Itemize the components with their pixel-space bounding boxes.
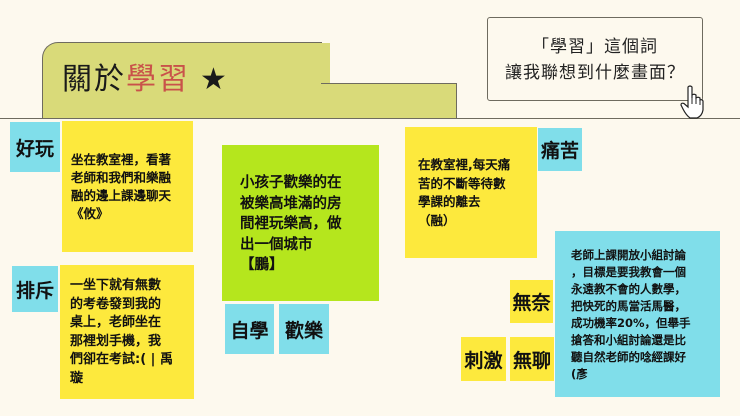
title-tab <box>42 42 322 118</box>
tag-boring: 無聊 <box>510 337 554 381</box>
sticky-note-group-discussion[interactable]: 老師上課開放小組討論 ，目標是要我教會一個 永遠教不會的人數學， 把快死的馬當活… <box>555 231 720 397</box>
title-part-about: 關於 <box>62 62 126 97</box>
sticky-note-lego[interactable]: 小孩子歡樂的在 被樂高堆滿的房 間裡玩樂高，做 出一個城市 【鵬】 <box>222 145 379 301</box>
note-text: 小孩子歡樂的在 被樂高堆滿的房 間裡玩樂高，做 出一個城市 【鵬】 <box>240 175 342 273</box>
prompt-line-2: 讓我聯想到什麼畫面？ <box>505 63 685 83</box>
tag-joy: 歡樂 <box>279 304 329 354</box>
note-text: 老師上課開放小組討論 ，目標是要我教會一個 永遠教不會的人數學， 把快死的馬當活… <box>571 248 691 381</box>
tag-reject: 排斥 <box>12 266 58 312</box>
tag-self-study: 自學 <box>225 304 274 354</box>
divider-line <box>0 118 740 119</box>
title-tab-step <box>321 83 457 118</box>
tag-pain: 痛苦 <box>538 128 582 171</box>
note-text: 一坐下就有無數 的考卷發到我的 桌上，老師坐在 那裡划手機，我 們卻在考試:( … <box>70 278 173 386</box>
tag-exciting: 刺激 <box>461 337 506 381</box>
pointer-hand-icon <box>680 85 704 119</box>
sticky-note-reject[interactable]: 一坐下就有無數 的考卷發到我的 桌上，老師坐在 那裡划手機，我 們卻在考試:( … <box>60 265 194 399</box>
tag-fun: 好玩 <box>10 122 60 172</box>
prompt-button[interactable]: 「學習」這個詞 讓我聯想到什麼畫面？ <box>487 17 703 101</box>
note-text: 坐在教室裡，看著 老師和我們和樂融 融的邊上課邊聊天 《攸》 <box>71 152 172 221</box>
sticky-note-fun[interactable]: 坐在教室裡，看著 老師和我們和樂融 融的邊上課邊聊天 《攸》 <box>62 121 193 252</box>
star-icon: ★ <box>200 62 229 97</box>
title-part-learning: 學習 <box>126 62 190 97</box>
tag-helpless: 無奈 <box>510 280 553 323</box>
sticky-note-pain[interactable]: 在教室裡,每天痛 苦的不斷等待數 學課的離去 （融） <box>405 127 537 258</box>
page-title: 關於學習 ★ <box>62 60 229 100</box>
prompt-line-1: 「學習」這個詞 <box>532 37 658 57</box>
note-text: 在教室裡,每天痛 苦的不斷等待數 學課的離去 （融） <box>418 157 511 228</box>
